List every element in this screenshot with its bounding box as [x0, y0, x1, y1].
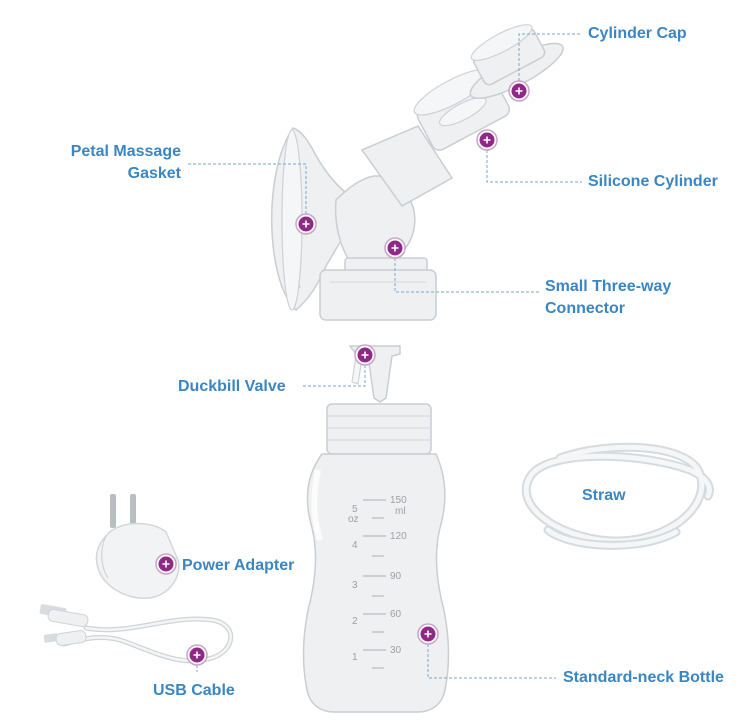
marker-usb-cable[interactable]: [186, 644, 208, 666]
usb-cable-part: [39, 604, 234, 664]
label-straw: Straw: [582, 487, 626, 504]
power-adapter-part: [95, 494, 180, 599]
bottle-oz-2: 2: [352, 616, 358, 627]
bottle-part: 150 ml 120 90 60 30 5 oz 4 3 2 1: [302, 403, 450, 713]
cylinder-cap-part: [469, 24, 564, 99]
label-power-adapter: Power Adapter: [182, 557, 295, 574]
label-usb-cable: USB Cable: [153, 682, 235, 699]
marker-duckbill-valve[interactable]: [354, 344, 376, 366]
marker-three-way-connector[interactable]: [384, 237, 406, 259]
three-way-connector-part: [319, 125, 454, 321]
label-three-way-connector: Small Three-way Connector: [545, 276, 671, 320]
bottle-oz-5: 5: [352, 504, 358, 515]
bottle-scale-ticks: [363, 499, 386, 669]
bottle-oz-4: 4: [352, 540, 358, 551]
marker-petal-massage-gasket[interactable]: [295, 213, 317, 235]
label-petal-massage-gasket-line1: Petal Massage: [70, 143, 181, 160]
bottle-ml-60: 60: [390, 609, 402, 620]
bottle-oz-1: 1: [352, 652, 358, 663]
bottle-oz-unit: oz: [348, 514, 359, 525]
bottle-ml-150: 150: [390, 495, 407, 506]
marker-cylinder-cap[interactable]: [508, 80, 530, 102]
label-cylinder-cap: Cylinder Cap: [588, 25, 687, 42]
label-three-way-connector-line2: Connector: [545, 300, 625, 317]
marker-silicone-cylinder[interactable]: [476, 129, 498, 151]
marker-power-adapter[interactable]: [155, 553, 177, 575]
label-duckbill-valve: Duckbill Valve: [178, 378, 286, 395]
marker-standard-neck-bottle[interactable]: [417, 623, 439, 645]
straw-part: [521, 442, 714, 550]
bottle-oz-3: 3: [352, 580, 358, 591]
label-silicone-cylinder: Silicone Cylinder: [588, 173, 718, 190]
bottle-ml-30: 30: [390, 645, 402, 656]
bottle-ml-90: 90: [390, 571, 402, 582]
bottle-ml-unit: ml: [395, 506, 406, 517]
label-three-way-connector-line1: Small Three-way: [545, 278, 672, 295]
label-petal-massage-gasket: Petal Massage Gasket: [40, 141, 181, 185]
bottle-ml-120: 120: [390, 531, 407, 542]
label-petal-massage-gasket-line2: Gasket: [127, 165, 181, 182]
label-standard-neck-bottle: Standard-neck Bottle: [563, 669, 724, 686]
